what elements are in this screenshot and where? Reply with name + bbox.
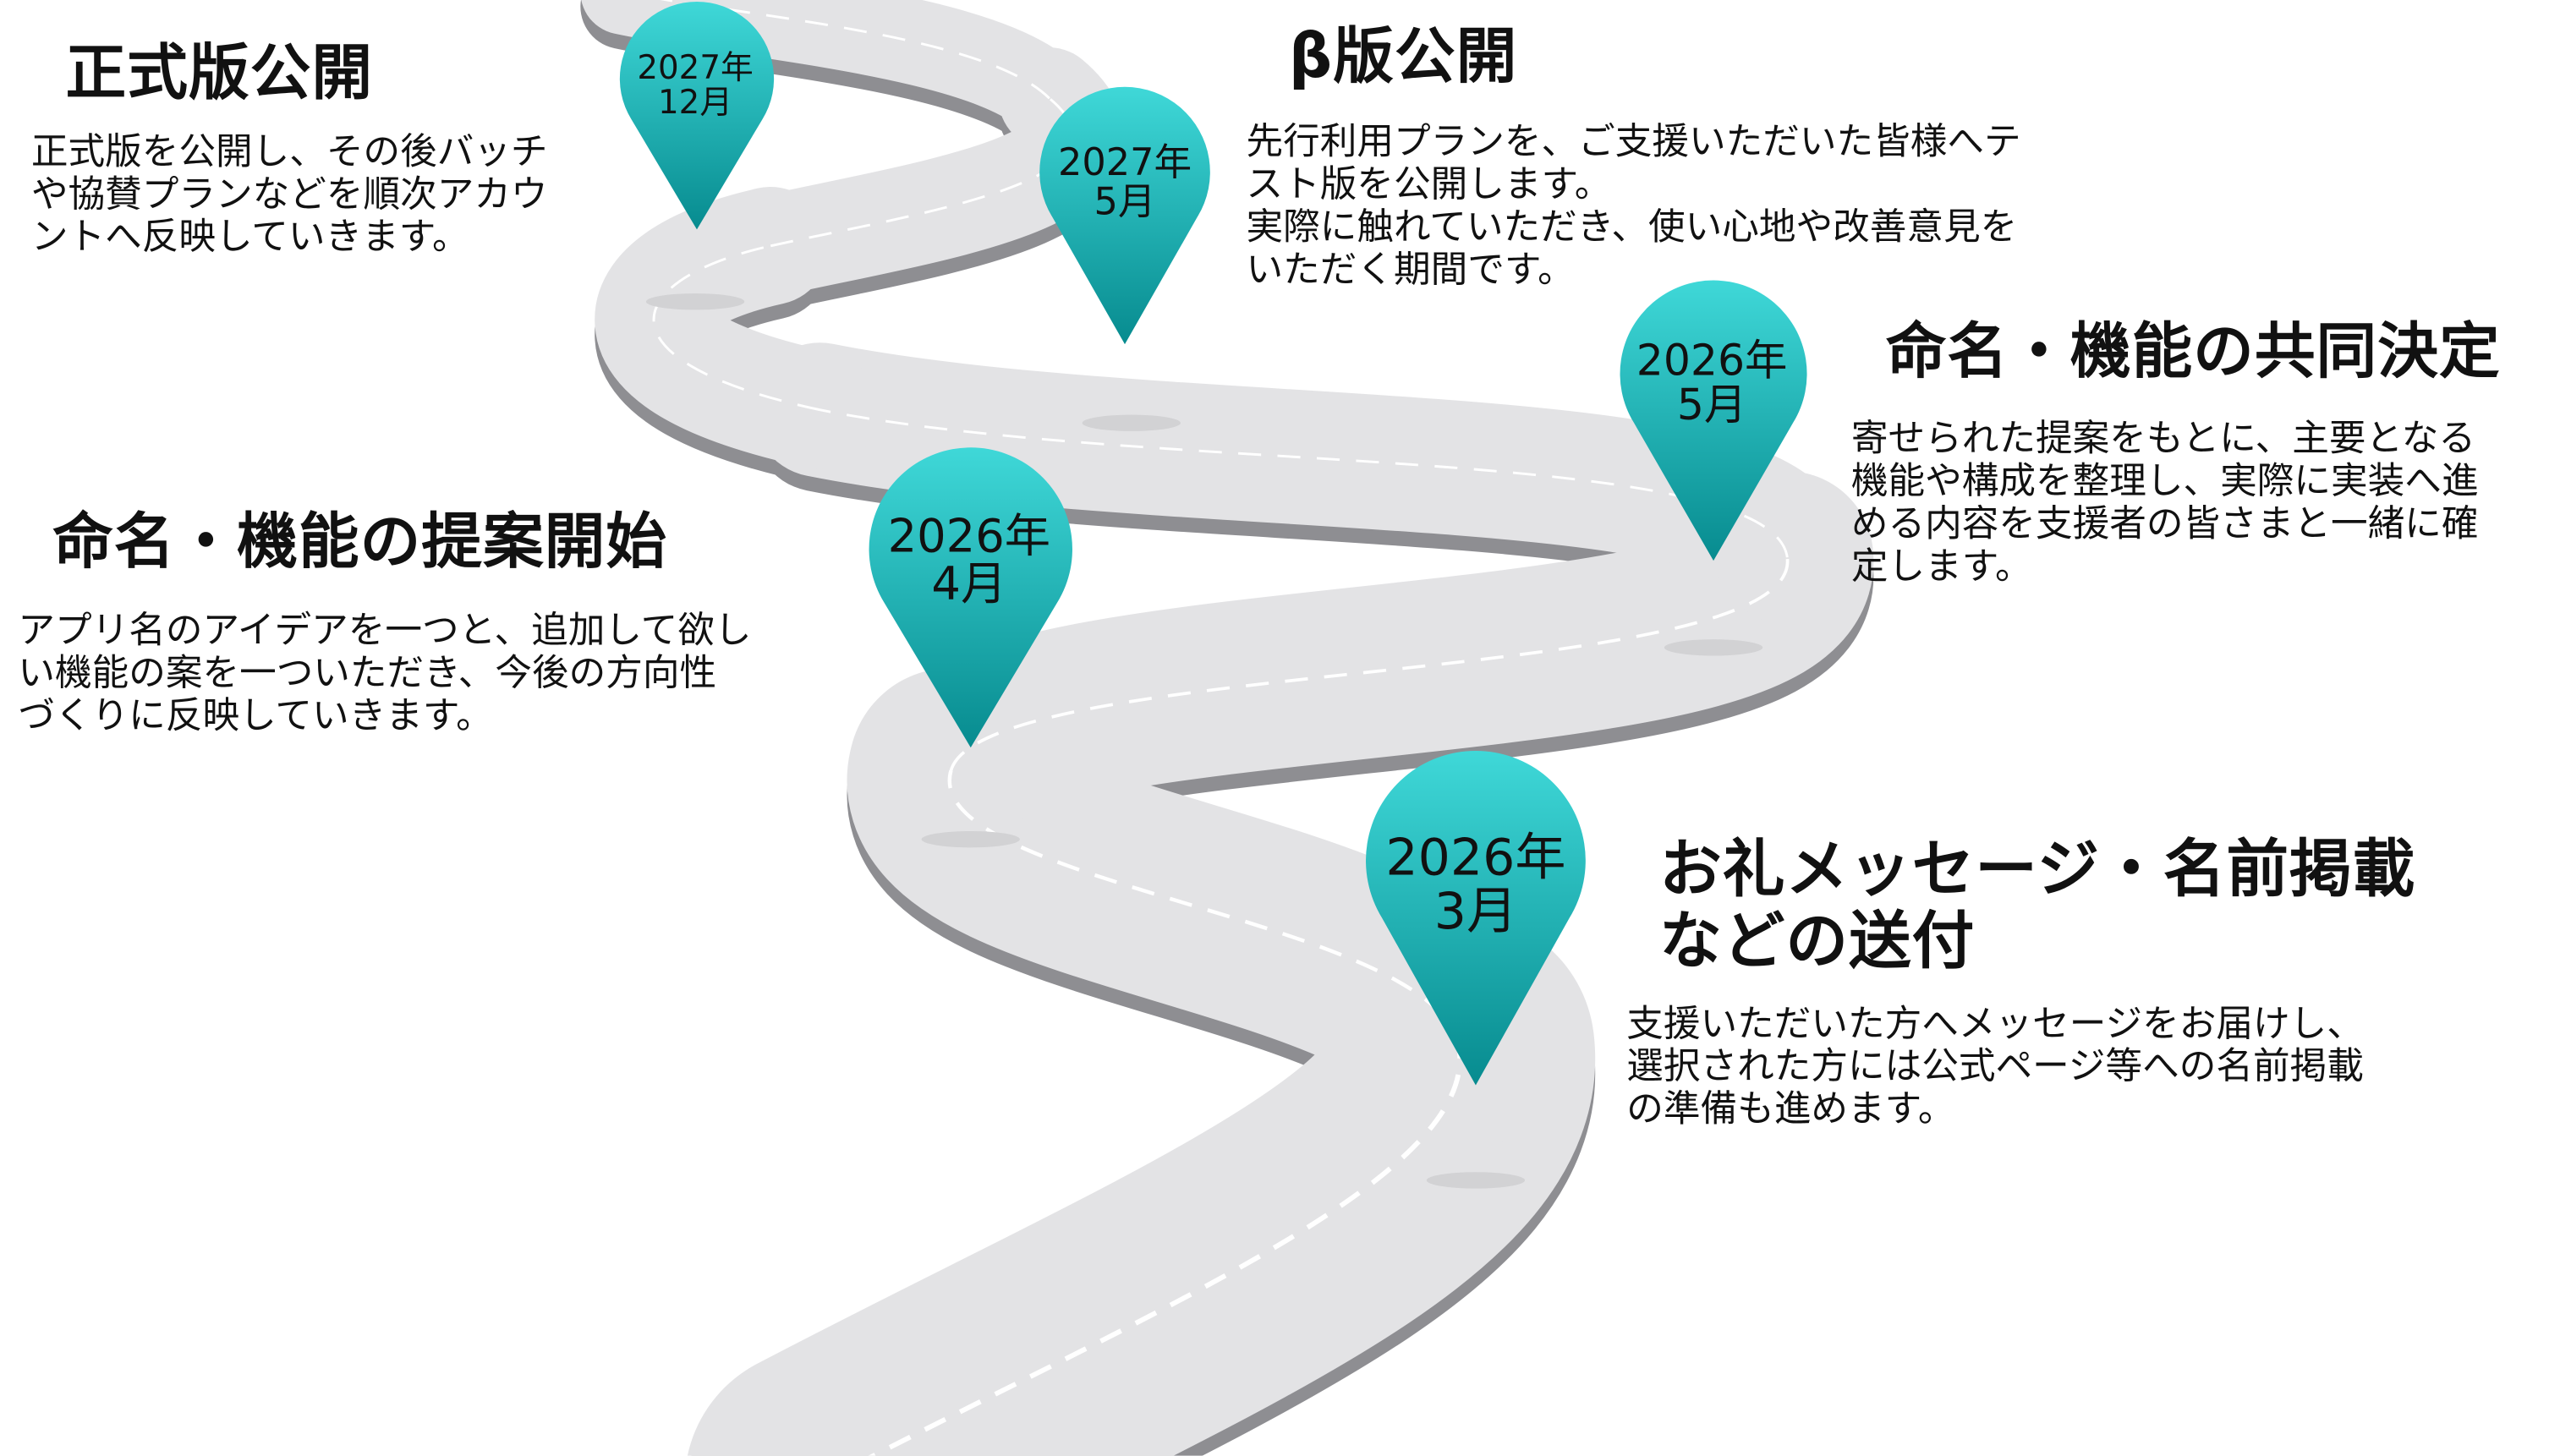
desc-line: 機能や構成を整理し、実際に実装へ進 <box>1850 460 2479 504</box>
milestone-desc-beta-release: 先行利用プランを、ご支援いただいた皆様へテ スト版を公開します。 実際に触れてい… <box>1246 121 2020 292</box>
map-pin-icon <box>869 447 1072 748</box>
pin-year: 2027年 <box>1057 142 1192 185</box>
milestone-title-beta-release: β版公開 <box>1288 21 1518 92</box>
desc-line: 寄せられた提案をもとに、主要となる <box>1850 418 2476 461</box>
pin-month: 5月 <box>1676 381 1747 431</box>
milestone-desc-thanks-message: 支援いただいた方へメッセージをお届けし、 選択された方には公式ページ等への名前掲… <box>1626 1004 2364 1131</box>
road-patch <box>645 293 745 310</box>
road-center-line <box>660 0 1050 100</box>
desc-line: や協賛プランなどを順次アカウ <box>30 173 548 216</box>
road-center-line <box>947 769 1461 1050</box>
map-pin-icon <box>619 1 775 230</box>
road-surface <box>688 913 1595 1456</box>
milestone-title-thanks-message: お礼メッセージ・名前掲載 などの送付 <box>1659 833 2415 977</box>
desc-line: アプリ名のアイデアを一つと、追加して欲し <box>18 610 752 653</box>
title-line: 正式版公開 <box>65 37 374 108</box>
milestone-title-official-release: 正式版公開 <box>65 37 374 108</box>
pin-month: 5月 <box>1094 182 1156 225</box>
desc-line: ントへ反映していきます。 <box>30 216 469 260</box>
road-patch <box>921 830 1020 848</box>
title-line: β版公開 <box>1288 21 1518 92</box>
title-line: お礼メッセージ・名前掲載 <box>1659 832 2416 906</box>
milestone-desc-proposal-start: アプリ名のアイデアを一つと、追加して欲し い機能の案を一ついただき、今後の方向性… <box>18 610 751 737</box>
desc-line: づくりに反映していきます。 <box>18 695 493 738</box>
desc-line: 先行利用プランを、ご支援いただいた皆様へテ <box>1246 121 2021 164</box>
title-line: 命名・機能の提案開始 <box>52 506 668 577</box>
desc-line: いただく期間です。 <box>1246 249 1575 293</box>
road-center-line <box>868 1048 1463 1456</box>
milestone-desc-official-release: 正式版を公開し、その後バッチ や協賛プランなどを順次アカウ ントへ反映していきま… <box>31 131 548 259</box>
desc-line: 支援いただいた方へメッセージをお届けし、 <box>1626 1003 2364 1046</box>
road-surface <box>864 471 1874 857</box>
desc-line: スト版を公開します。 <box>1246 163 1612 207</box>
pin-month: 3月 <box>1434 882 1518 941</box>
pin-month: 4月 <box>931 557 1007 612</box>
map-pin-icon <box>1366 750 1586 1086</box>
road-patch <box>1426 1172 1526 1189</box>
desc-line: い機能の案を一ついただき、今後の方向性 <box>18 652 717 696</box>
map-pin-icon <box>1039 86 1210 345</box>
milestone-desc-joint-decision: 寄せられた提案をもとに、主要となる 機能や構成を整理し、実際に実装へ進 める内容… <box>1851 418 2479 588</box>
pin-year: 2026年 <box>1636 337 1788 386</box>
pin-year: 2026年 <box>1385 828 1566 888</box>
pin-year: 2026年 <box>887 509 1051 564</box>
pin-year: 2027年 <box>637 47 754 87</box>
milestone-title-proposal-start: 命名・機能の提案開始 <box>52 506 668 577</box>
desc-line: める内容を支援者の皆さまと一緒に確 <box>1850 503 2479 546</box>
desc-line: の準備も進めます。 <box>1626 1088 1955 1131</box>
desc-line: 正式版を公開し、その後バッチ <box>30 131 548 174</box>
desc-line: 定します。 <box>1850 545 2032 589</box>
road-center-line <box>652 244 820 412</box>
title-line: などの送付 <box>1659 905 1976 977</box>
road-patch <box>1664 639 1763 656</box>
desc-line: 選択された方には公式ページ等への名前掲載 <box>1626 1045 2364 1089</box>
desc-line: 実際に触れていただき、使い心地や改善意見を <box>1246 206 2018 249</box>
pin-month: 12月 <box>657 81 733 122</box>
road-center-line <box>820 408 1789 558</box>
title-line: 命名・機能の共同決定 <box>1885 316 2501 387</box>
road-patch <box>1082 414 1181 431</box>
milestone-title-joint-decision: 命名・機能の共同決定 <box>1885 316 2501 387</box>
map-pin-icon <box>1620 280 1807 561</box>
road-center-line <box>770 97 1075 248</box>
